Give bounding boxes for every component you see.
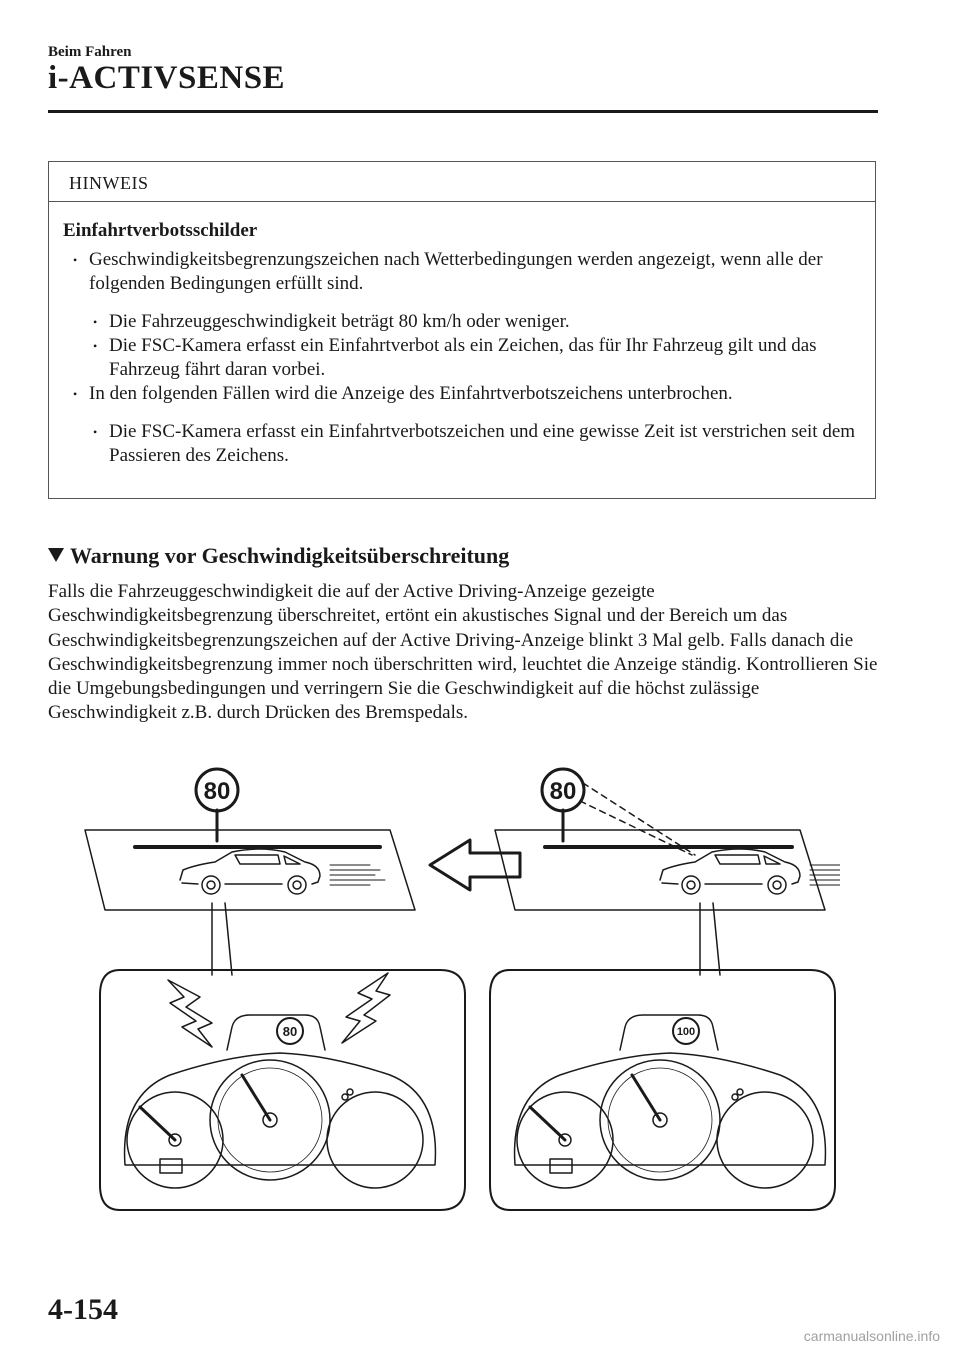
watermark: carmanualsonline.info: [803, 1328, 940, 1344]
gauge-right-info: [716, 1091, 814, 1189]
section-paragraph: Falls die Fahrzeuggeschwindigkeit die au…: [48, 581, 878, 724]
section-heading: Warnung vor Geschwindigkeitsüberschreitu…: [48, 543, 509, 569]
note-bullet: In den folgenden Fällen wird die Anzeige…: [63, 382, 861, 406]
cluster-panel-right: [489, 969, 836, 1211]
display-sign-right-value: 100: [677, 1026, 695, 1038]
triangle-marker-icon: [48, 548, 64, 562]
road-sign-right-value: 80: [550, 778, 577, 805]
speed-warning-illustration: 80 80 80 100: [84, 767, 840, 1211]
flash-icon: [341, 972, 391, 1044]
flash-icon: [167, 979, 213, 1048]
road-left: [84, 829, 416, 911]
note-body: Einfahrtverbotsschilder Geschwindigkeits…: [49, 202, 875, 468]
gauge-right-speedo: [599, 1059, 721, 1181]
road-right: [494, 829, 826, 911]
display-sign-left: [276, 1017, 304, 1045]
note-sub-bullet: Die Fahrzeuggeschwindigkeit beträgt 80 k…: [63, 310, 861, 334]
page-number: 4-154: [48, 1293, 118, 1326]
gauge-right-tach: [516, 1091, 614, 1189]
display-sign-right: [672, 1017, 700, 1045]
gauge-left-speedo: [209, 1059, 331, 1181]
car-right-icon: [659, 848, 840, 895]
note-bullet: Geschwindigkeitsbegrenzungszeichen nach …: [63, 248, 861, 296]
note-sub-bullet: Die FSC-Kamera erfasst ein Einfahrtverbo…: [63, 420, 861, 468]
cluster-housing-left: [123, 1052, 437, 1166]
note-box: HINWEIS Einfahrtverbotsschilder Geschwin…: [48, 161, 876, 499]
gauge-left-info: [326, 1091, 424, 1189]
car-left-icon: [179, 848, 386, 895]
road-sign-left-value: 80: [204, 778, 231, 805]
section-label: Beim Fahren: [48, 44, 132, 60]
display-hood-right: [619, 1014, 719, 1051]
display-hood-left: [226, 1014, 326, 1051]
road-sign-right: [540, 767, 586, 813]
page-title: i-ACTIVSENSE: [48, 60, 286, 96]
road-sign-left: [194, 767, 240, 813]
title-rule: [48, 110, 878, 113]
cluster-panel-left: [99, 969, 466, 1211]
arrow-left-icon: [428, 838, 522, 892]
note-label: HINWEIS: [49, 162, 875, 202]
display-sign-left-value: 80: [283, 1024, 297, 1039]
section-heading-text: Warnung vor Geschwindigkeitsüberschreitu…: [70, 543, 510, 568]
note-subtitle: Einfahrtverbotsschilder: [63, 220, 258, 241]
note-sub-bullet: Die FSC-Kamera erfasst ein Einfahrtverbo…: [63, 334, 861, 382]
cluster-housing-right: [513, 1052, 827, 1166]
gauge-left-tach: [126, 1091, 224, 1189]
